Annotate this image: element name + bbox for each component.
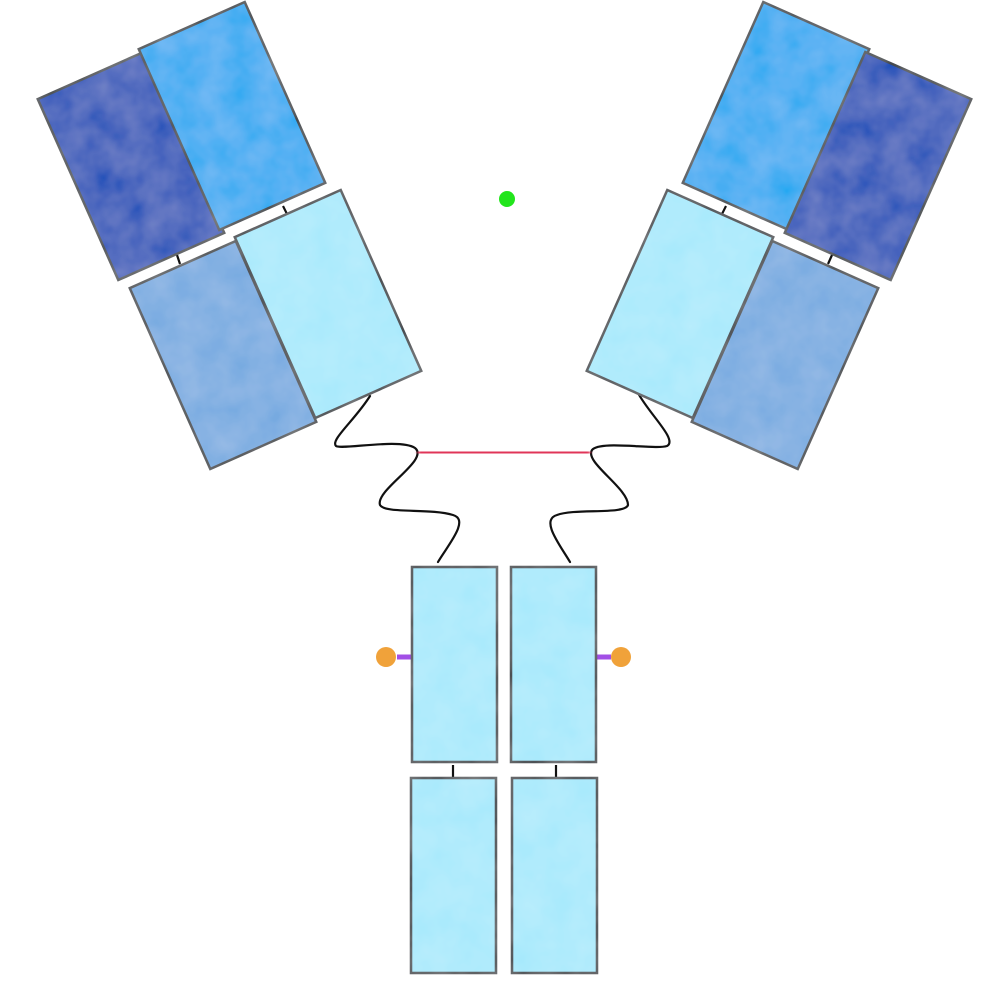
right-light-connector <box>826 254 834 265</box>
hinge-region <box>334 391 671 564</box>
left-fab-arm <box>36 0 423 471</box>
left-heavy-variable-domain <box>137 0 327 232</box>
green-dot-icon <box>499 191 515 207</box>
domain-connectors <box>175 205 834 778</box>
fc-left-lower-domain <box>409 776 498 975</box>
disulfide-bonds <box>290 382 718 528</box>
right-light-constant-domain <box>690 239 880 471</box>
left-light-connector <box>175 254 182 265</box>
right-glycan-icon <box>611 647 631 667</box>
left-heavy-connector <box>282 205 288 215</box>
fc-right-upper-domain <box>509 565 598 764</box>
glycans <box>376 647 631 667</box>
right-light-variable-domain <box>783 50 973 282</box>
left-hinge-line <box>334 394 461 564</box>
left-glycan-icon <box>376 647 396 667</box>
fc-region <box>409 565 599 975</box>
upper-hinge-disulfide <box>417 445 591 460</box>
left-heavy-constant-domain <box>233 188 423 420</box>
right-hinge-line <box>549 391 671 564</box>
fc-right-lower-domain <box>510 776 599 975</box>
right-fab-arm <box>585 0 973 471</box>
fc-left-upper-domain <box>410 565 499 764</box>
right-heavy-connector <box>721 205 727 215</box>
